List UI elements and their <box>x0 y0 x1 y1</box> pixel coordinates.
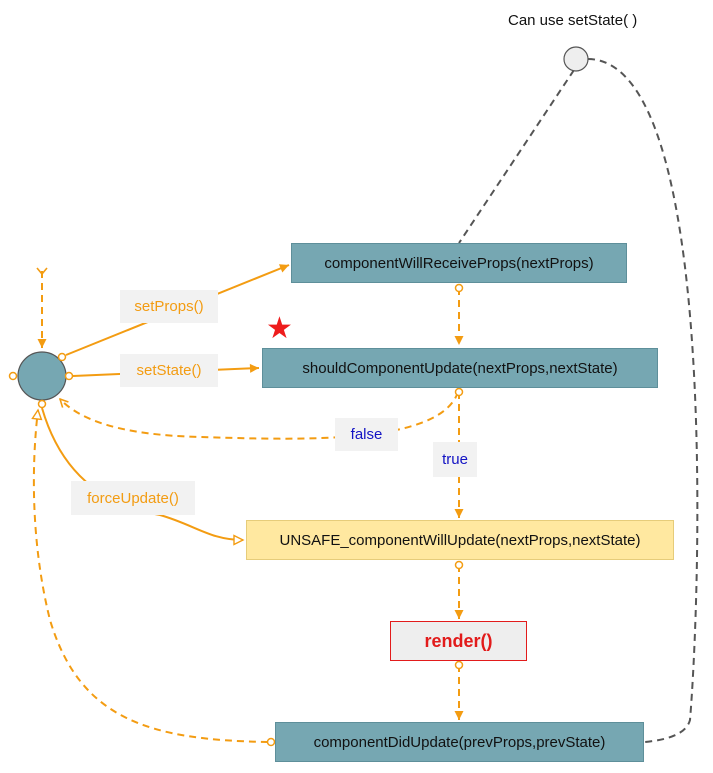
component-will-receive-props-node: componentWillReceiveProps(nextProps) <box>291 243 627 283</box>
port-right <box>64 371 74 381</box>
port-shouldupdate-bottom <box>454 387 464 397</box>
can-use-setstate-connector-right <box>587 58 699 743</box>
component-did-update-node: componentDidUpdate(prevProps,prevState) <box>275 722 644 762</box>
false-label: false <box>335 418 398 451</box>
can-use-setstate-connector-left <box>458 69 575 244</box>
port-left <box>8 371 18 381</box>
can-use-setstate-node <box>563 46 589 72</box>
entry-arrow-tail <box>36 267 48 276</box>
port-willupdate-bottom <box>454 560 464 570</box>
forceupdate-edge <box>41 407 245 546</box>
port-bottom <box>37 399 47 409</box>
render-node: render() <box>390 621 527 661</box>
unsafe-component-will-update-node: UNSAFE_componentWillUpdate(nextProps,nex… <box>246 520 674 560</box>
port-receiveprops-bottom <box>454 283 464 293</box>
didupdate-return-edge <box>31 408 269 743</box>
false-edge <box>60 391 459 440</box>
port-render-bottom <box>454 660 464 670</box>
can-use-setstate-caption: Can use setState( ) <box>508 12 638 29</box>
should-component-update-node: shouldComponentUpdate(nextProps,nextStat… <box>262 348 658 388</box>
setstate-label: setState() <box>120 354 218 387</box>
port-didupdate-left <box>266 737 276 747</box>
true-label: true <box>433 442 477 477</box>
port-top-right <box>57 352 67 362</box>
star-icon: ★ <box>266 312 293 345</box>
forceupdate-label: forceUpdate() <box>71 481 195 515</box>
setprops-label: setProps() <box>120 290 218 323</box>
